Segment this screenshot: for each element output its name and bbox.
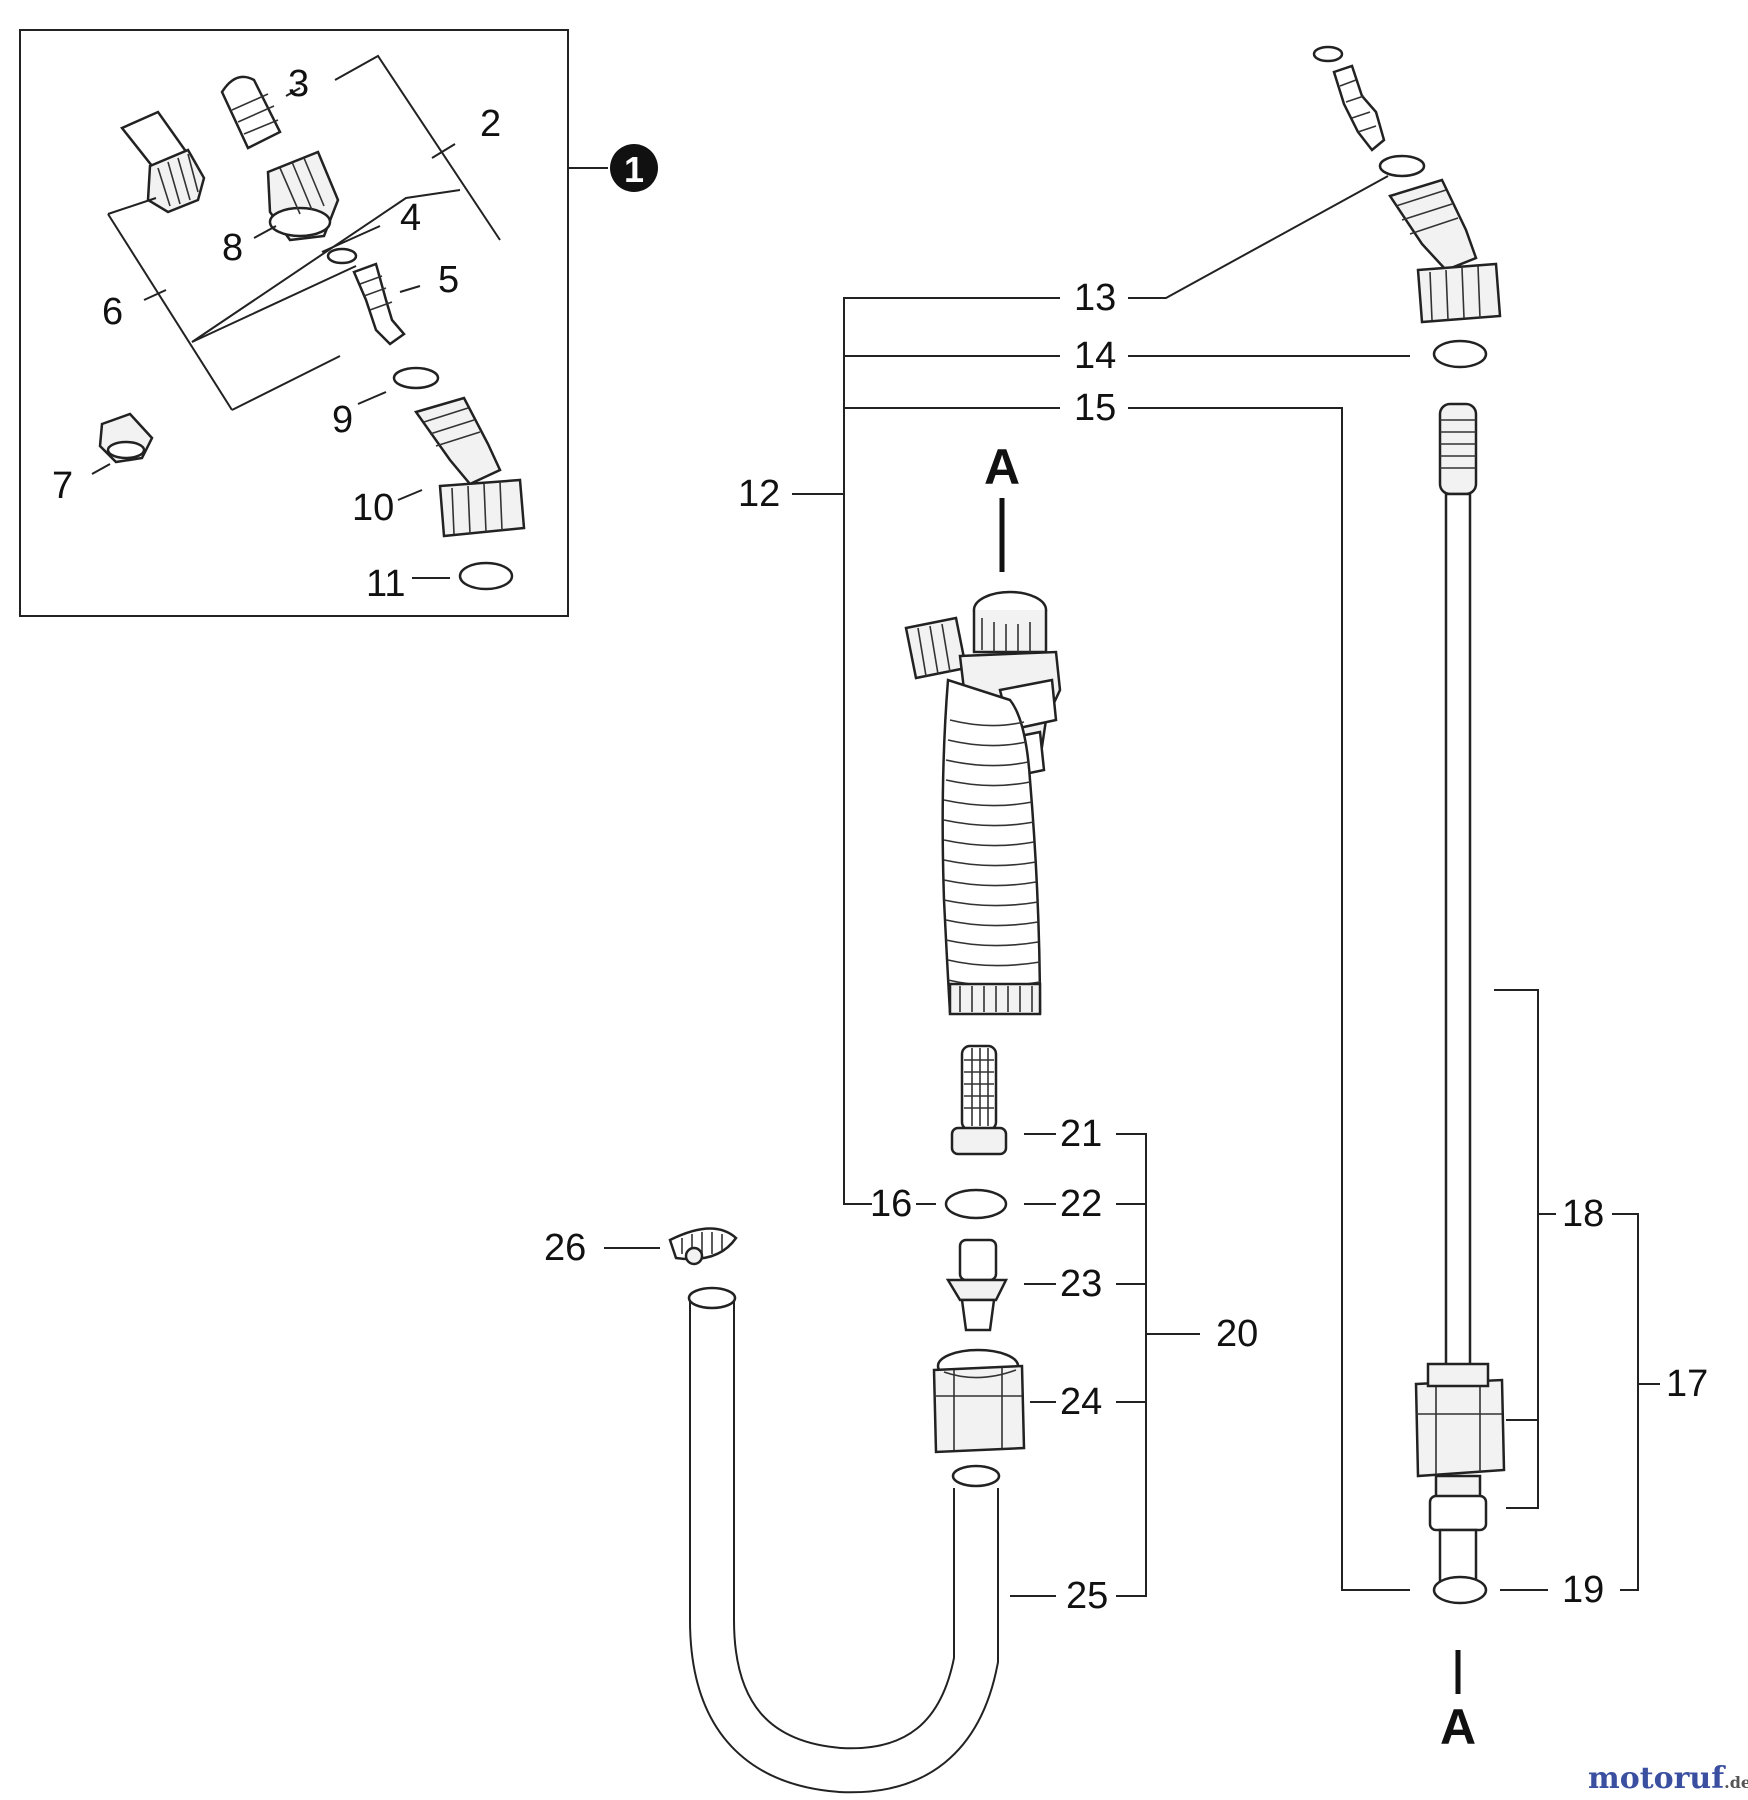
label-18: 18 [1562,1193,1604,1235]
part-14-oring [1432,339,1488,369]
part-19-oring [1432,1575,1488,1605]
label-6: 6 [102,291,123,333]
inset-leader-lines [91,54,501,579]
inset-kit-box: 3 2 4 8 5 6 9 7 10 11 [19,29,569,617]
svg-text:motoruf.de: motoruf.de [1588,1761,1748,1796]
watermark: motoruf.de [1588,1761,1748,1796]
part-13-nozzle-assembly [1312,45,1502,324]
kit-callout-number: 1 [624,149,644,190]
part-7-small-nut [98,412,154,464]
part-10-swivel-elbow [413,396,526,538]
label-23: 23 [1060,1263,1102,1305]
label-15: 15 [1074,387,1116,429]
label-13: 13 [1074,277,1116,319]
label-8: 8 [222,227,243,269]
part-23-hose-barb [945,1238,1009,1332]
label-17: 17 [1666,1363,1708,1405]
section-mark-top: A [984,439,1020,572]
part-18-wand [1414,402,1506,1592]
part-5-nozzle-body [352,262,406,346]
label-25: 25 [1066,1575,1108,1617]
label-4: 4 [400,197,421,239]
section-mark-bottom: A [1440,1650,1476,1755]
part-8-nut [266,150,340,242]
label-19: 19 [1562,1569,1604,1611]
section-mark-top-letter: A [984,439,1020,495]
label-22: 22 [1060,1183,1102,1225]
label-3: 3 [288,63,309,105]
corrugation-ribs [943,719,1041,987]
part-25-hose [687,1286,1001,1794]
watermark-suffix: .de [1724,1773,1748,1792]
part-11-oring [458,561,514,591]
part-4-oring [326,247,358,265]
label-20: 20 [1216,1313,1258,1355]
main-leader-lines [604,175,1660,1597]
label-5: 5 [438,259,459,301]
label-24: 24 [1060,1381,1102,1423]
watermark-brand: motoruf [1588,1761,1726,1796]
label-7: 7 [52,465,73,507]
label-16: 16 [870,1183,912,1225]
part-22-washer [944,1188,1008,1220]
part-9-washer [392,366,440,390]
part-24-hex-nut [932,1348,1026,1454]
label-14: 14 [1074,335,1116,377]
kit-callout: 1 [568,144,658,192]
label-12: 12 [738,473,780,515]
label-9: 9 [332,399,353,441]
label-21: 21 [1060,1113,1102,1155]
part-12-shutoff-handle [904,590,1062,1016]
label-26: 26 [544,1227,586,1269]
part-6-nozzle-nut [120,110,206,214]
part-3-cap [220,75,282,150]
label-11: 11 [366,563,405,605]
part-26-hose-clamp [668,1227,738,1266]
section-mark-bottom-letter: A [1440,1699,1476,1755]
part-21-filter [950,1044,1008,1156]
label-2: 2 [480,103,501,145]
label-10: 10 [352,487,394,529]
